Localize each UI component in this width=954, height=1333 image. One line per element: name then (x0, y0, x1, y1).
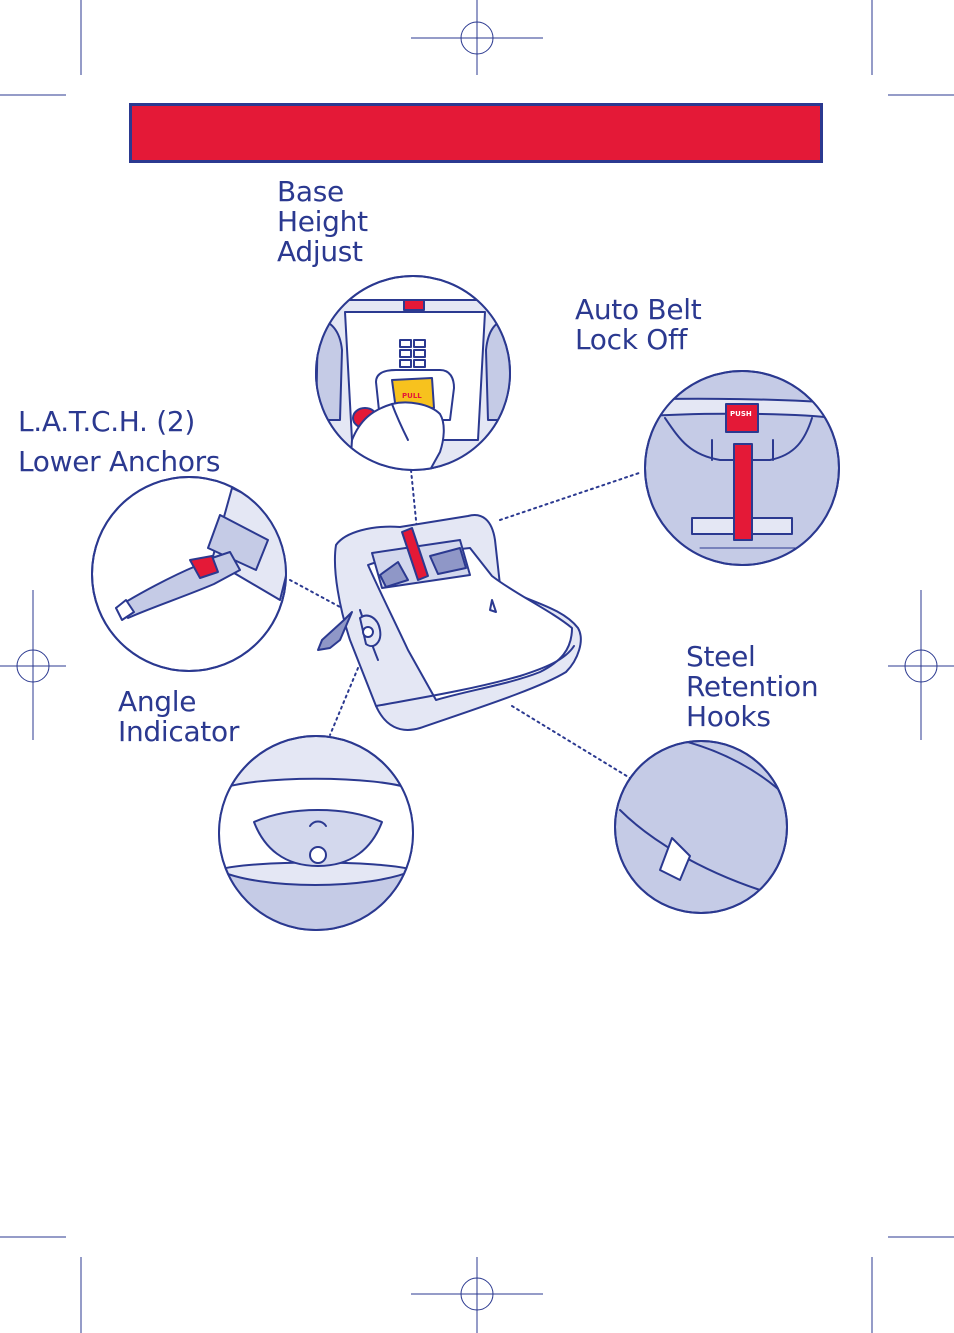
label-line: Indicator (118, 715, 240, 748)
latch-lower-anchors-detail (91, 476, 287, 672)
auto-belt-lock-off-detail (644, 370, 840, 566)
angle-indicator-detail (218, 735, 414, 931)
label-line: Base (277, 175, 344, 208)
steel-retention-hooks-label: Steel Retention Hooks (686, 640, 819, 733)
leader-lines (289, 469, 643, 779)
label-line: Steel (686, 640, 756, 673)
auto-belt-lock-off-label: Auto Belt Lock Off (575, 293, 702, 356)
latch-lower-anchors-label: L.A.T.C.H. (2) Lower Anchors (18, 402, 220, 482)
label-line: Lower Anchors (18, 445, 221, 478)
label-line: Angle (118, 685, 197, 718)
label-line: Auto Belt (575, 293, 702, 326)
push-tag-text: PUSH (730, 410, 752, 418)
base-height-adjust-label: Base Height Adjust (277, 177, 368, 267)
base-height-adjust-detail (315, 275, 511, 471)
label-line: Adjust (277, 235, 363, 268)
label-line: Height (277, 205, 368, 238)
angle-indicator-label: Angle Indicator (118, 687, 239, 747)
label-line: Hooks (686, 700, 771, 733)
label-line: Retention (686, 670, 819, 703)
seat-base (317, 514, 582, 731)
steel-retention-hooks-detail (614, 740, 788, 914)
section-header-banner (129, 103, 823, 163)
label-line: Lock Off (575, 323, 688, 356)
label-line: L.A.T.C.H. (2) (18, 405, 196, 438)
pull-tag-text: PULL (402, 392, 422, 400)
